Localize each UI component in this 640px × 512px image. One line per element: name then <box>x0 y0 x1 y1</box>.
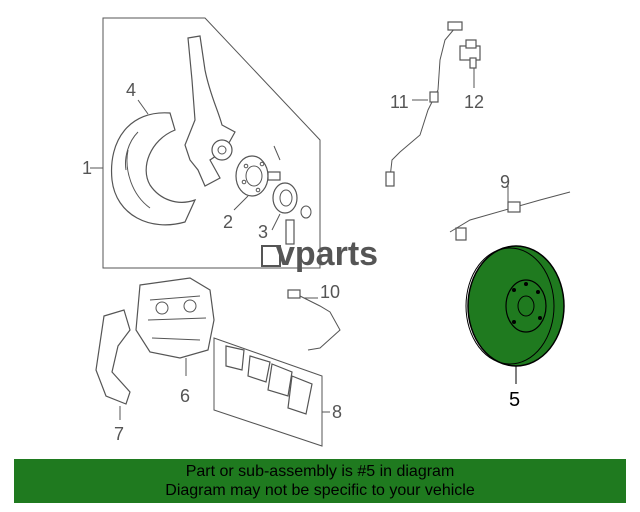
callout-7: 7 <box>114 424 124 444</box>
brake-caliper[interactable] <box>135 277 215 376</box>
callout-5: 5 <box>509 389 520 411</box>
wheel-hub <box>235 155 269 197</box>
logo-text: vparts <box>276 235 378 273</box>
brake-rotor[interactable] <box>465 245 565 384</box>
callout-1: 1 <box>82 158 92 178</box>
steering-knuckle-assembly[interactable] <box>90 17 321 269</box>
info-banner: Part or sub-assembly is #5 in diagram Di… <box>14 459 626 503</box>
banner-line-2: Diagram may not be specific to your vehi… <box>165 482 475 499</box>
wheel-bearing <box>272 182 298 214</box>
banner-line-1: Part or sub-assembly is #5 in diagram <box>185 463 455 480</box>
brake-shield <box>110 112 197 226</box>
pad-wear-sensor[interactable] <box>287 289 341 351</box>
callout-9: 9 <box>500 172 510 192</box>
callout-2: 2 <box>223 212 233 232</box>
callout-10: 10 <box>320 282 340 302</box>
abs-sensor-wire[interactable] <box>385 21 463 187</box>
callout-8: 8 <box>332 402 342 422</box>
callout-12: 12 <box>464 92 484 112</box>
brake-pads[interactable] <box>213 337 330 447</box>
callout-6: 6 <box>180 386 190 406</box>
sensor-connector[interactable] <box>459 39 481 88</box>
callout-11: 11 <box>390 92 409 112</box>
vparts-logo: vparts <box>261 235 378 273</box>
caliper-bracket[interactable] <box>95 309 131 420</box>
brake-hose[interactable] <box>449 186 571 241</box>
knuckle <box>184 35 236 187</box>
callout-3: 3 <box>258 222 268 242</box>
callout-4: 4 <box>126 80 136 100</box>
